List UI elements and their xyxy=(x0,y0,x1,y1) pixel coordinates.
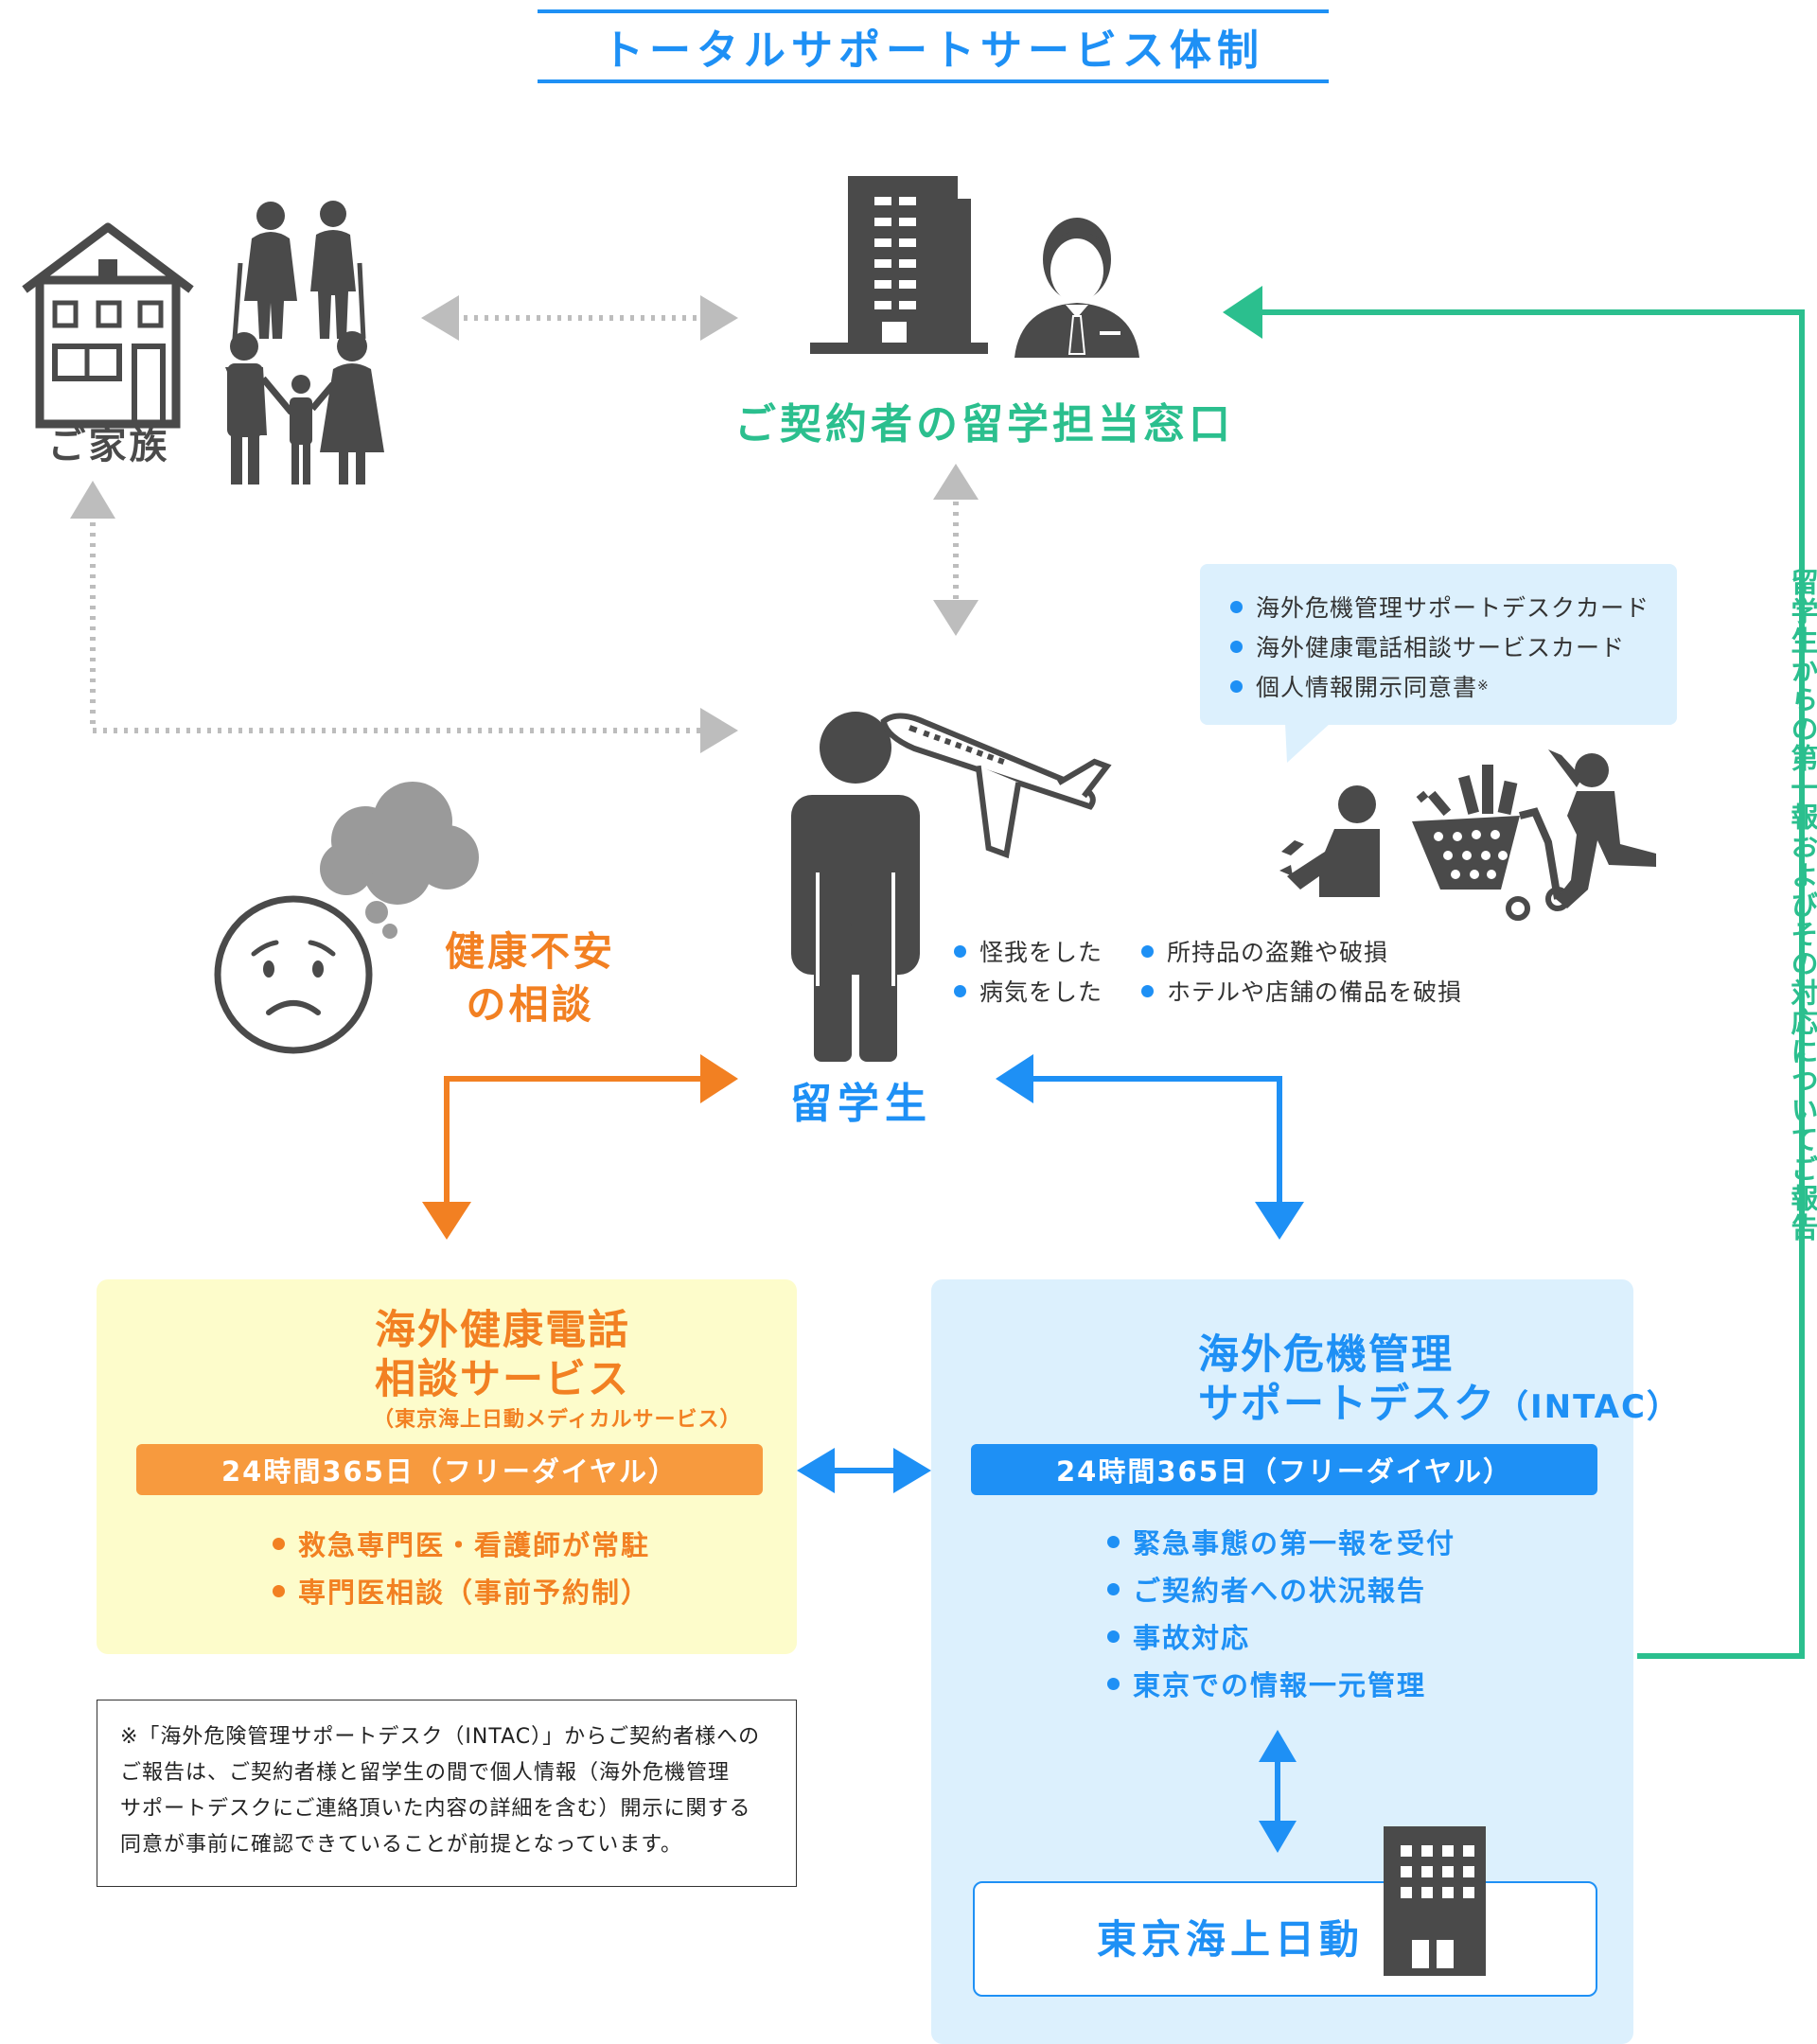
bullet-icon xyxy=(273,1584,285,1597)
bullet-icon xyxy=(1230,640,1243,653)
office-building-icon xyxy=(810,176,988,354)
issue-item: ホテルや店舗の備品を破損 xyxy=(1141,971,1482,1011)
airplane-icon xyxy=(880,713,1112,859)
tokio-marine-label: 東京海上日動 xyxy=(1096,1916,1364,1963)
injured-person-icon xyxy=(1279,785,1380,897)
bullet-icon xyxy=(1107,1535,1120,1548)
footnote-mark: ※ xyxy=(1477,678,1490,694)
bullet-icon xyxy=(1107,1582,1120,1595)
contract-student-arrow xyxy=(933,464,979,636)
feature-item: 事故対応 xyxy=(1107,1612,1455,1660)
issue-item: 病気をした xyxy=(954,971,1105,1011)
issues-list-right: 所持品の盗難や破損 ホテルや店舗の備品を破損 xyxy=(1141,931,1482,1011)
bullet-icon xyxy=(273,1537,285,1550)
health-hours-band: 24時間365日（フリーダイヤル） xyxy=(136,1444,763,1495)
document-item: 海外健康電話相談サービスカード xyxy=(1230,626,1677,666)
document-item: 海外危機管理サポートデスクカード xyxy=(1230,587,1677,626)
student-health-arrow xyxy=(422,1054,738,1240)
house-icon xyxy=(22,222,194,429)
feature-item: ご契約者への状況報告 xyxy=(1107,1565,1455,1612)
businessman-icon xyxy=(1014,218,1139,358)
document-item: 個人情報開示同意書※ xyxy=(1230,666,1677,706)
elderly-couple-icon xyxy=(232,201,366,340)
feature-item: 東京での情報一元管理 xyxy=(1107,1660,1455,1707)
bullet-icon xyxy=(1107,1677,1120,1690)
health-worry-label: 健康不安 の相談 xyxy=(444,928,615,1028)
bullet-icon xyxy=(1107,1630,1120,1643)
tokio-marine-box xyxy=(973,1881,1597,1997)
thought-cloud-icon xyxy=(320,782,479,939)
feature-item: 緊急事態の第一報を受付 xyxy=(1107,1518,1455,1565)
services-link-arrow xyxy=(797,1448,931,1493)
contract-contact-label: ご契約者の留学担当窓口 xyxy=(734,400,1234,449)
student-person-icon xyxy=(791,712,920,1062)
intac-features: 緊急事態の第一報を受付 ご契約者への状況報告 事故対応 東京での情報一元管理 xyxy=(1107,1518,1455,1707)
falling-person-icon xyxy=(1548,749,1656,908)
feature-item: 専門医相談（事前予約制） xyxy=(273,1567,650,1614)
footnote-box: ※「海外危険管理サポートデスク（INTAC）」からご契約者様への ご報告は、ご契… xyxy=(97,1700,797,1887)
health-service-title: 海外健康電話 相談サービス xyxy=(375,1307,630,1403)
family-label: ご家族 xyxy=(47,424,170,467)
family-icon xyxy=(225,331,384,485)
intac-hours-band: 24時間365日（フリーダイヤル） xyxy=(971,1444,1597,1495)
family-contract-arrow xyxy=(421,295,738,341)
health-features: 救急専門医・看護師が常駐 専門医相談（事前予約制） xyxy=(273,1520,650,1614)
bullet-icon xyxy=(954,984,966,997)
intac-title: 海外危機管理 サポートデスク（INTAC） xyxy=(1198,1331,1681,1428)
bullet-icon xyxy=(1141,944,1154,958)
shopping-cart-icon xyxy=(1412,765,1570,921)
family-student-arrow xyxy=(70,481,738,753)
feature-item: 救急専門医・看護師が常駐 xyxy=(273,1520,650,1567)
bullet-icon xyxy=(1230,679,1243,693)
student-intac-arrow xyxy=(996,1054,1304,1240)
report-arrow xyxy=(1223,286,1805,1659)
health-service-subtitle: （東京海上日動メディカルサービス） xyxy=(373,1408,742,1432)
bullet-icon xyxy=(1230,600,1243,613)
bullet-icon xyxy=(1141,984,1154,997)
issue-item: 怪我をした xyxy=(954,931,1105,971)
report-note-vertical: 留学生からの第一報およびその対応についてご報告 xyxy=(1787,568,1817,1242)
worried-face-icon xyxy=(214,895,373,1054)
student-label: 留学生 xyxy=(790,1080,932,1128)
page-title: トータルサポートサービス体制 xyxy=(538,9,1329,83)
issues-list-left: 怪我をした 病気をした xyxy=(954,931,1105,1011)
documents-callout: 海外危機管理サポートデスクカード 海外健康電話相談サービスカード 個人情報開示同… xyxy=(1200,564,1677,725)
issue-item: 所持品の盗難や破損 xyxy=(1141,931,1482,971)
bullet-icon xyxy=(954,944,966,958)
